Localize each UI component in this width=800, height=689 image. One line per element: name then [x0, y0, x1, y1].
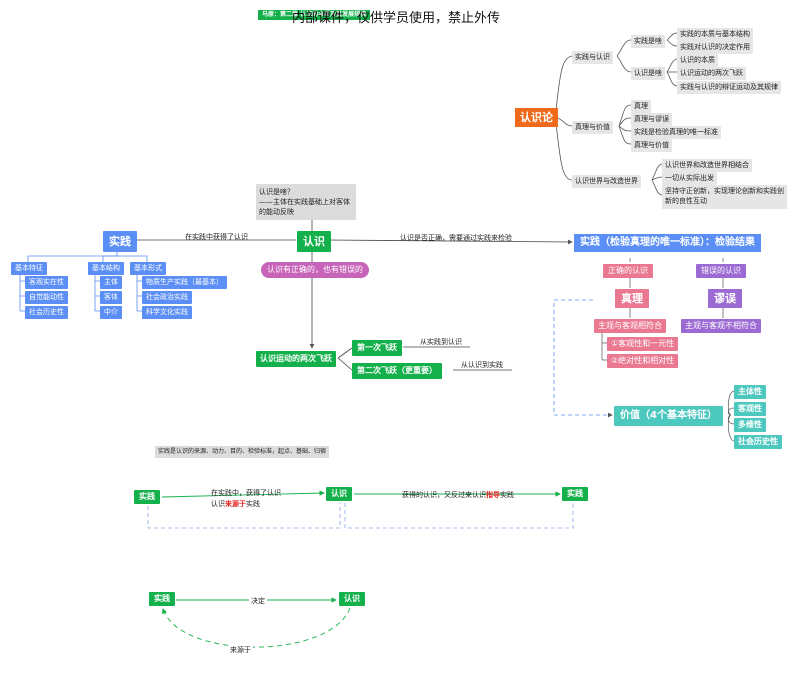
cognition-note[interactable]: 认识有正确的，也有错误的	[261, 262, 369, 278]
correct-cognition-label[interactable]: 正确的认识	[603, 264, 653, 278]
leaf-item[interactable]: 认识运动的两次飞跃	[677, 67, 746, 80]
leap-second-node[interactable]: 第二次飞跃（更重要）	[352, 363, 442, 379]
cycle-edge1-line2: 认识来源于实践	[211, 499, 260, 509]
leaf-item[interactable]: 一切从实际出发	[662, 172, 717, 185]
cycle-edge2-prefix: 获得的认识，又反过来认识	[402, 491, 486, 499]
watermark-text: 内部课件，仅供学员使用，禁止外传	[292, 11, 501, 26]
practice-feature-item[interactable]: 客观实在性	[25, 276, 68, 289]
practice-structure-item[interactable]: 主体	[100, 276, 122, 289]
branch-know-change-world[interactable]: 认识世界与改造世界	[572, 175, 641, 188]
cycle-cognition-node[interactable]: 认识	[326, 487, 352, 501]
leap-title-node[interactable]: 认识运动的两次飞跃	[256, 351, 336, 367]
error-definition[interactable]: 主观与客观不相符合	[681, 319, 761, 333]
cognition-question: 认识是啥？	[259, 188, 294, 196]
group-practice-what[interactable]: 实践是啥	[631, 35, 665, 48]
error-node[interactable]: 谬误	[708, 289, 742, 308]
leaf-item[interactable]: 真理与价值	[631, 139, 672, 152]
practice-node[interactable]: 实践	[103, 231, 137, 252]
leaf-item[interactable]: 认识的本质	[677, 54, 718, 67]
bottom-cognition-node[interactable]: 认识	[339, 592, 365, 606]
group-cognition-what[interactable]: 认识是啥	[631, 67, 665, 80]
leaf-item[interactable]: 真理	[631, 100, 651, 113]
leap-first-node[interactable]: 第一次飞跃	[352, 340, 402, 356]
cycle-edge2-label: 获得的认识，又反过来认识指导实践	[402, 490, 514, 500]
leap-first-desc: 从实践到认识	[420, 338, 462, 346]
practice-features-title[interactable]: 基本特征	[11, 262, 47, 275]
practice-structure-title[interactable]: 基本结构	[88, 262, 124, 275]
leaf-item[interactable]: 真理与谬误	[631, 113, 672, 126]
truth-definition[interactable]: 主观与客观相符合	[594, 319, 666, 333]
summary-box: 实践是认识的来源、动力、目的、检验标准，起点、基础、归宿	[155, 446, 330, 458]
cycle-edge1-suffix: 实践	[246, 500, 260, 508]
value-feature-item[interactable]: 客观性	[734, 402, 766, 416]
practice-form-item[interactable]: 科学文化实践	[142, 306, 192, 319]
leaf-item[interactable]: 坚持守正创新，实现理论创新和实践创新的良性互动	[662, 185, 787, 209]
leaf-item[interactable]: 认识世界和改造世界相结合	[662, 159, 752, 172]
practice-form-item[interactable]: 物质生产实践（最基本）	[142, 276, 227, 289]
value-feature-item[interactable]: 多维性	[734, 418, 766, 432]
mindmap-root[interactable]: 认识论	[515, 108, 558, 127]
cycle-edge1-highlight: 来源于	[225, 500, 246, 508]
cognition-node[interactable]: 认识	[297, 231, 331, 252]
value-feature-item[interactable]: 社会历史性	[734, 435, 782, 449]
branch-practice-cognition[interactable]: 实践与认识	[572, 51, 613, 64]
value-feature-item[interactable]: 主体性	[734, 385, 766, 399]
edge-label-to-test: 认识是否正确，需要通过实践来检验	[400, 234, 512, 242]
cognition-definition-box: 认识是啥？ ——主体在实践基础上对客体的能动反映	[256, 184, 356, 221]
test-result-box[interactable]: 实践（检验真理的唯一标准）：检验结果	[574, 234, 761, 252]
practice-feature-item[interactable]: 社会历史性	[25, 306, 68, 319]
truth-attribute-2[interactable]: ②绝对性和相对性	[607, 354, 679, 368]
bottom-practice-node[interactable]: 实践	[149, 592, 175, 606]
practice-feature-item[interactable]: 自觉能动性	[25, 291, 68, 304]
cycle-edge2-highlight: 指导	[486, 491, 500, 499]
practice-structure-item[interactable]: 中介	[100, 306, 122, 319]
leaf-item[interactable]: 实践与认识的辩证运动及其规律	[677, 81, 781, 94]
cycle-edge1-line1: 在实践中，获得了认识	[211, 489, 281, 497]
bottom-edge-top-label: 决定	[249, 596, 267, 606]
header-tag: 马原：第二章 认识的本质及其发展规律	[258, 10, 371, 20]
cycle-practice-node[interactable]: 实践	[134, 490, 160, 504]
edge-label-practice-to-cognition: 在实践中获得了认识	[185, 233, 248, 241]
cycle-practice-node-2[interactable]: 实践	[562, 487, 588, 501]
practice-structure-item[interactable]: 客体	[100, 291, 122, 304]
leaf-item[interactable]: 实践的本质与基本结构	[677, 28, 753, 41]
truth-node[interactable]: 真理	[615, 289, 649, 308]
cycle-edge1-prefix: 认识	[211, 500, 225, 508]
leaf-item[interactable]: 实践对认识的决定作用	[677, 41, 753, 54]
practice-form-item[interactable]: 社会政治实践	[142, 291, 192, 304]
branch-truth-value[interactable]: 真理与价值	[572, 121, 613, 134]
value-node[interactable]: 价值（4个基本特征）	[614, 406, 723, 426]
truth-attribute-1[interactable]: ①客观性和一元性	[607, 337, 679, 351]
leap-second-desc: 从认识到实践	[461, 361, 503, 369]
leaf-item[interactable]: 实践是检验真理的唯一标准	[631, 126, 721, 139]
practice-forms-title[interactable]: 基本形式	[130, 262, 166, 275]
wrong-cognition-label[interactable]: 错误的认识	[696, 264, 746, 278]
cognition-answer: ——主体在实践基础上对客体的能动反映	[259, 198, 350, 217]
cycle-edge2-suffix: 实践	[500, 491, 514, 499]
bottom-edge-bottom-label: 来源于	[228, 645, 253, 655]
